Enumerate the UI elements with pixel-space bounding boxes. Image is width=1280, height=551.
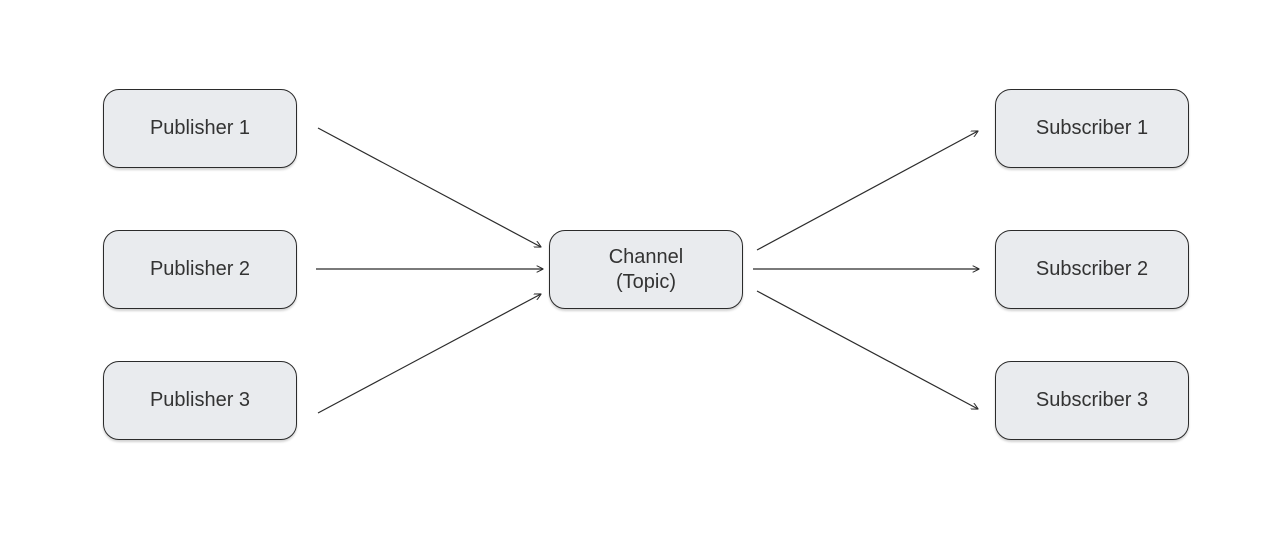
publisher-1-box: Publisher 1 [103, 89, 297, 168]
publisher-2-box: Publisher 2 [103, 230, 297, 309]
subscriber-1-box: Subscriber 1 [995, 89, 1189, 168]
publisher-3-box: Publisher 3 [103, 361, 297, 440]
subscriber-3-label: Subscriber 3 [1035, 389, 1149, 411]
arrow-publisher-1-to-channel [317, 127, 541, 247]
channel-label: Channel [608, 245, 684, 268]
arrow-channel-to-subscriber-3 [756, 290, 978, 409]
subscriber-2-box: Subscriber 2 [995, 230, 1189, 309]
subscriber-2-label: Subscriber 2 [1035, 258, 1149, 280]
subscriber-1-label: Subscriber 1 [1035, 117, 1149, 139]
subscriber-3-box: Subscriber 3 [995, 361, 1189, 440]
topic-label: (Topic) [615, 270, 676, 293]
arrow-publisher-3-to-channel [317, 294, 541, 414]
publisher-1-label: Publisher 1 [149, 117, 251, 139]
channel-box: Channel (Topic) [549, 230, 743, 309]
arrow-channel-to-subscriber-1 [756, 131, 978, 251]
publisher-2-label: Publisher 2 [149, 258, 251, 280]
publisher-3-label: Publisher 3 [149, 389, 251, 411]
